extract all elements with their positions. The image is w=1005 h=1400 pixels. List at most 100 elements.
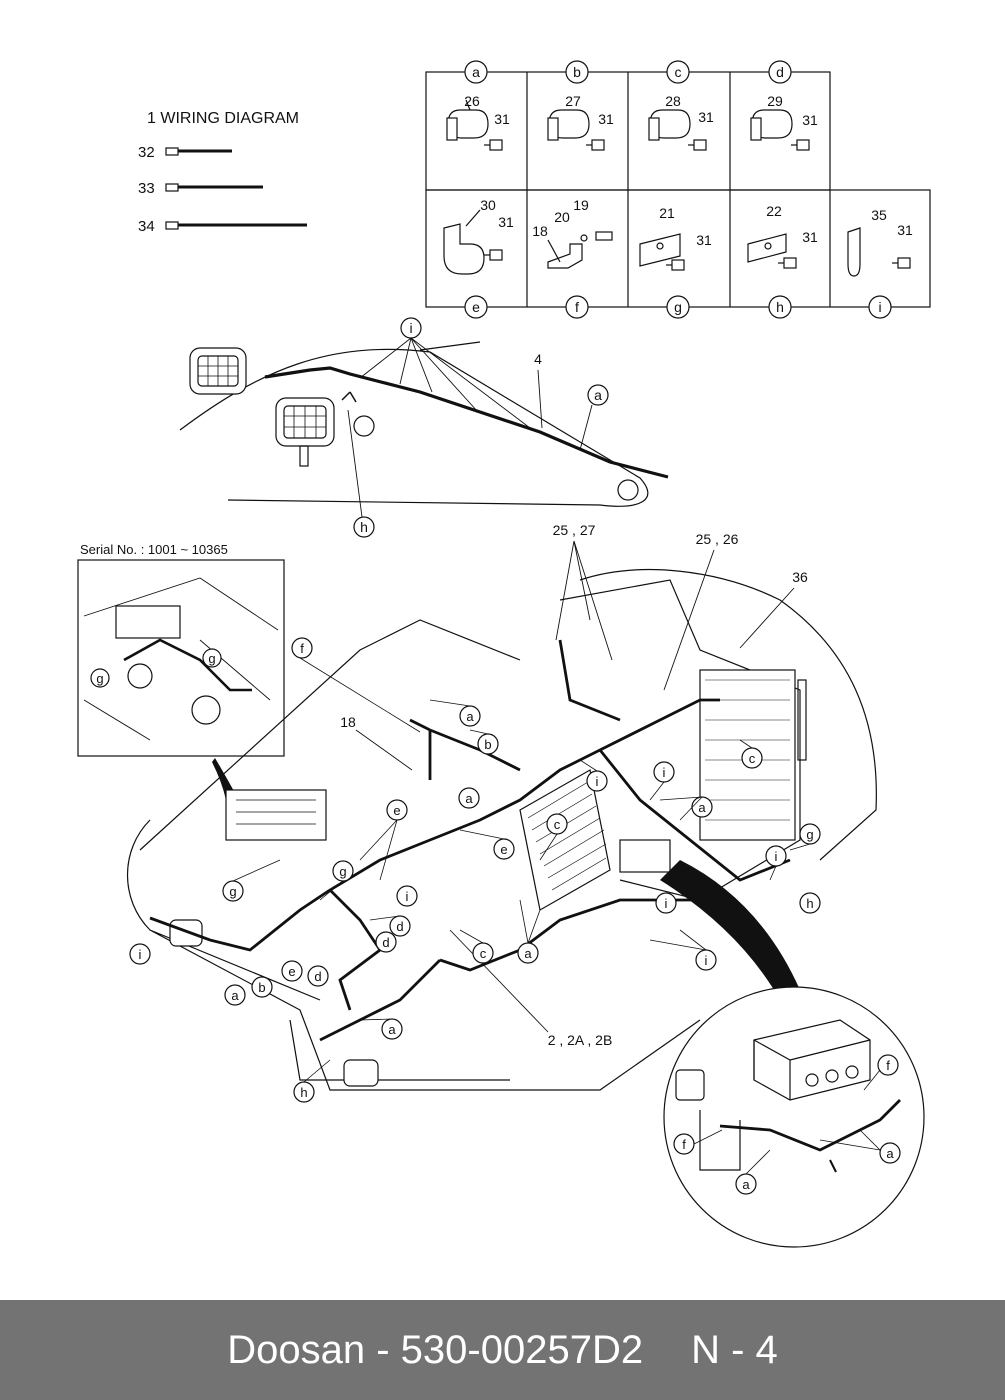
callout-g: g [799,823,821,845]
clamp-cell-c: c 28 31 [648,60,714,151]
svg-text:g: g [339,864,346,879]
callout-i: i [655,892,677,914]
svg-text:h: h [300,1085,307,1100]
footer-part-number: Doosan - 530-00257D2 [227,1327,644,1372]
svg-text:e: e [472,299,480,315]
svg-text:a: a [524,946,532,961]
svg-text:c: c [749,751,756,766]
work-lamp-lower [275,397,335,467]
svg-text:g: g [229,884,236,899]
svg-text:33: 33 [138,180,155,197]
svg-text:g: g [96,671,103,686]
svg-text:28: 28 [665,93,681,109]
clamp-cell-i: i 35 31 [847,207,913,319]
boom-harness [264,366,669,479]
callout-a: a [691,796,713,818]
svg-text:20: 20 [554,209,570,225]
callout-f: f [291,637,313,659]
callout-g: g [222,880,244,902]
svg-text:31: 31 [897,222,913,238]
svg-text:f: f [575,299,579,315]
callout-d: d [307,965,329,987]
svg-text:32: 32 [138,144,155,161]
svg-text:18: 18 [532,223,548,239]
svg-text:g: g [806,827,813,842]
callout-e: e [281,960,303,982]
svg-text:a: a [886,1146,894,1161]
svg-text:c: c [480,946,487,961]
svg-text:a: a [466,709,474,724]
svg-text:30: 30 [480,197,496,213]
svg-text:c: c [554,817,561,832]
svg-text:31: 31 [802,229,818,245]
svg-text:g: g [674,299,682,315]
svg-text:35: 35 [871,207,887,223]
callout-i: i [653,761,675,783]
clamp-cell-e: e 30 31 [443,197,514,319]
svg-text:i: i [139,947,142,962]
svg-text:29: 29 [767,93,783,109]
part-label-36: 36 [792,569,808,585]
svg-text:31: 31 [802,112,818,128]
callout-c: c [741,747,763,769]
callout-e: e [386,799,408,821]
svg-text:e: e [393,803,400,818]
svg-text:d: d [396,919,403,934]
svg-text:31: 31 [696,232,712,248]
callout-a: a [517,942,539,964]
svg-text:21: 21 [659,205,675,221]
clamp-cell-f: f 18 20 19 [532,197,613,319]
footer-bar: Doosan - 530-00257D2 N - 4 [0,1300,1005,1400]
svg-text:a: a [388,1022,396,1037]
svg-text:19: 19 [573,197,589,213]
callout-c: c [546,813,568,835]
boom-assembly: i 4 a h [179,317,669,538]
clamp-reference-table: a 26 31 b 27 31 c 28 31 d 29 31 [425,60,931,319]
svg-text:i: i [878,299,881,315]
svg-text:a: a [698,800,706,815]
tie-wrap-32: 32 [138,144,232,161]
svg-text:i: i [705,953,708,968]
svg-text:f: f [300,641,304,656]
svg-text:i: i [665,896,668,911]
callout-h: h [293,1081,315,1103]
callout-b: b [477,733,499,755]
main-clamp-callouts: f a b a e e c g g i d d d e b a i c a a … [129,637,821,1103]
clamp-cell-h: h 22 31 [747,203,818,319]
svg-text:h: h [806,896,813,911]
svg-text:b: b [258,980,265,995]
svg-text:i: i [663,765,666,780]
callout-i: i [586,770,608,792]
callout-e: e [493,838,515,860]
callout-i: i [765,845,787,867]
callout-d: d [389,915,411,937]
svg-text:g: g [208,651,215,666]
boom-callout-a: a [594,387,602,403]
diagram-title: 1 WIRING DIAGRAM [147,110,299,127]
clamp-cell-d: d 29 31 [750,60,818,151]
boom-callout-i: i [409,320,412,336]
svg-text:f: f [886,1058,890,1073]
callout-i: i [695,949,717,971]
clamp-cell-b: b 27 31 [547,60,614,151]
tie-wrap-33: 33 [138,180,263,197]
callout-b: b [251,976,273,998]
svg-text:a: a [742,1177,750,1192]
svg-text:i: i [406,889,409,904]
svg-text:31: 31 [598,111,614,127]
svg-text:i: i [596,774,599,789]
callout-a: a [459,705,481,727]
svg-text:a: a [472,64,480,80]
callout-a: a [381,1018,403,1040]
clamp-cell-g: g 21 31 [639,205,712,319]
svg-text:e: e [288,964,295,979]
svg-text:31: 31 [698,109,714,125]
boom-callout-part-4: 4 [534,351,542,367]
svg-text:d: d [382,935,389,950]
callout-h: h [799,892,821,914]
part-label-2-2a-2b: 2 , 2A , 2B [548,1032,613,1048]
part-label-25-26: 25 , 26 [696,531,739,547]
work-lamp-upper [189,347,247,395]
svg-text:e: e [500,842,507,857]
upper-structure [126,569,877,1091]
